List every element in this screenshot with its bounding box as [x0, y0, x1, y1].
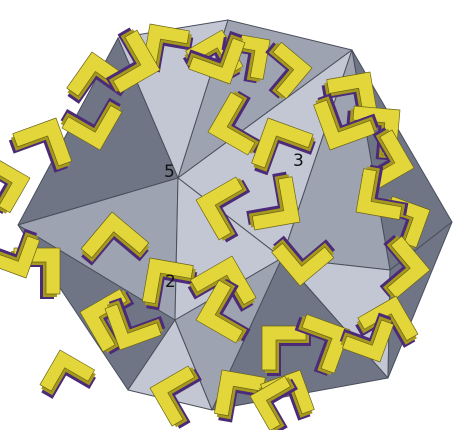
- face-label-3: 3: [293, 151, 304, 171]
- chevron-piece-15: [0, 155, 30, 217]
- chevron-piece-39: [37, 350, 99, 412]
- face-label-2: 2: [165, 272, 176, 292]
- face-label-5: 5: [164, 162, 175, 182]
- chevron-piece-39-top: [40, 350, 95, 405]
